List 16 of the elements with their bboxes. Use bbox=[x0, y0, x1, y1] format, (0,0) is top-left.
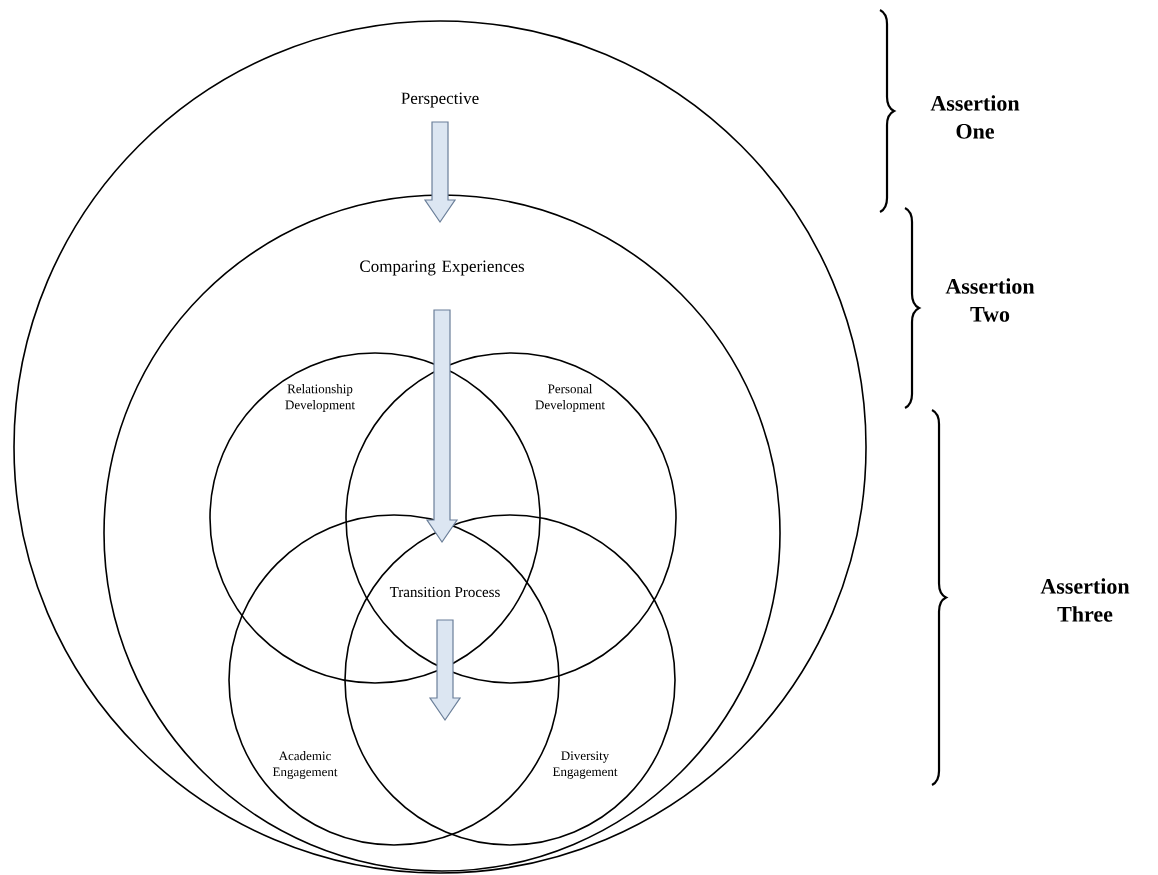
circle-label: Academic Engagement bbox=[272, 751, 338, 779]
circle-label: Relationship Development bbox=[285, 384, 355, 412]
assertion-label: Assertion One bbox=[930, 95, 1020, 139]
circle-label: Perspective bbox=[401, 92, 479, 108]
circle-label: Personal Development bbox=[535, 384, 605, 412]
circle bbox=[13, 20, 867, 874]
circle bbox=[103, 194, 781, 872]
process-label: Transition Process bbox=[389, 586, 500, 598]
arrow bbox=[423, 121, 457, 224]
assertion-label: Assertion Two bbox=[945, 278, 1035, 322]
arrow bbox=[425, 309, 459, 544]
circle-label: Diversity Engagement bbox=[552, 751, 618, 779]
circle-label: Comparing Experiences bbox=[360, 260, 525, 276]
assertion-label: Assertion Three bbox=[1040, 578, 1130, 622]
circle bbox=[344, 514, 676, 846]
arrow bbox=[428, 619, 462, 722]
